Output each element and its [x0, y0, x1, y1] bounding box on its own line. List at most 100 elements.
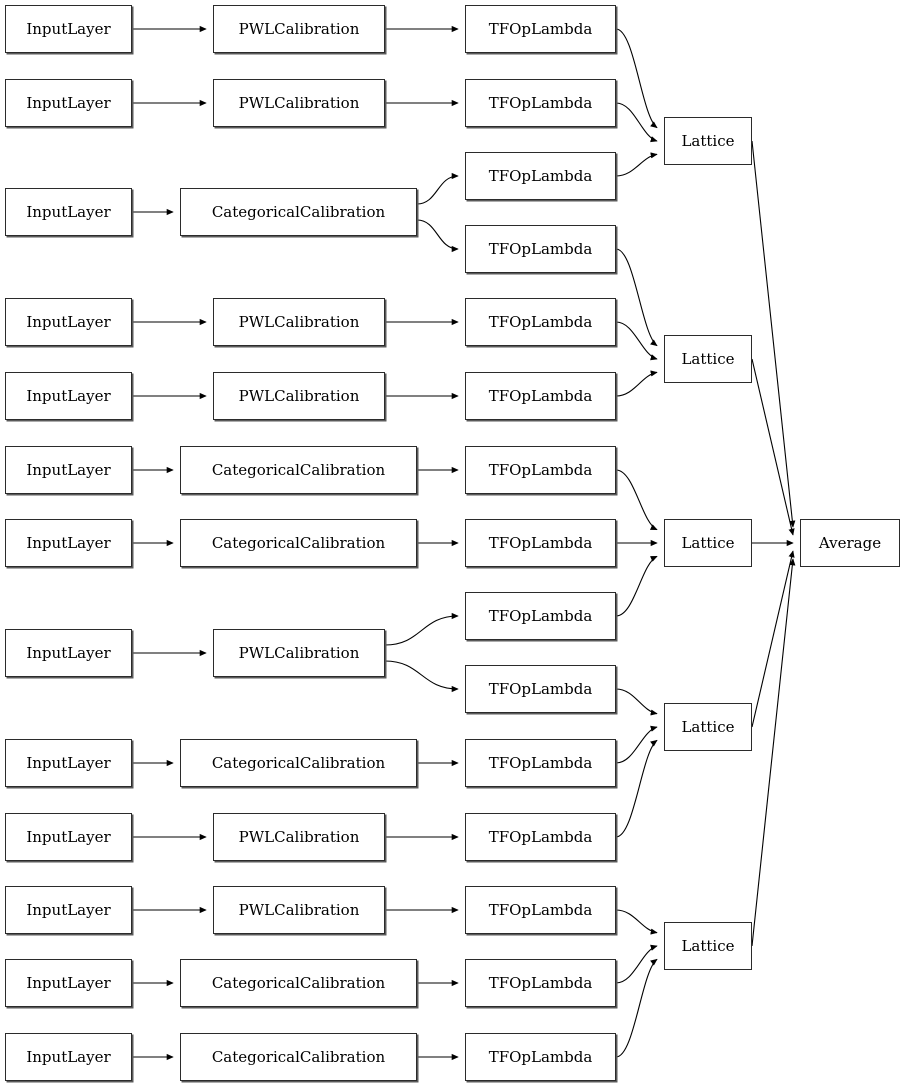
node-inputlayer[interactable]: InputLayer [5, 739, 132, 787]
node-pwlcalibration[interactable]: PWLCalibration [213, 886, 385, 934]
node-label: TFOpLambda [488, 679, 593, 698]
node-label: InputLayer [26, 533, 111, 552]
edge-op4-to-lat2 [615, 248, 658, 347]
edge-op6-to-lat2 [615, 370, 658, 397]
node-label: TFOpLambda [488, 753, 593, 772]
node-label: Lattice [681, 717, 735, 736]
node-label: InputLayer [26, 827, 111, 846]
node-label: PWLCalibration [238, 19, 360, 38]
node-label: InputLayer [26, 19, 111, 38]
node-pwlcalibration[interactable]: PWLCalibration [213, 372, 385, 420]
node-pwlcalibration[interactable]: PWLCalibration [213, 629, 385, 677]
node-tfoplambda[interactable]: TFOpLambda [465, 372, 616, 420]
node-label: InputLayer [26, 460, 111, 479]
node-tfoplambda[interactable]: TFOpLambda [465, 813, 616, 861]
node-label: TFOpLambda [488, 1047, 593, 1066]
node-lattice[interactable]: Lattice [664, 117, 752, 165]
node-inputlayer[interactable]: InputLayer [5, 813, 132, 861]
node-categoricalcalibration[interactable]: CategoricalCalibration [180, 519, 417, 567]
node-pwlcalibration[interactable]: PWLCalibration [213, 5, 385, 53]
node-label: TFOpLambda [488, 386, 593, 405]
node-inputlayer[interactable]: InputLayer [5, 372, 132, 420]
node-label: TFOpLambda [488, 239, 593, 258]
node-average[interactable]: Average [800, 519, 900, 567]
edge-lat4-to-avg [751, 550, 795, 728]
node-categoricalcalibration[interactable]: CategoricalCalibration [180, 1033, 417, 1081]
edge-cal3-to-op3 [416, 172, 459, 205]
node-label: Lattice [681, 131, 735, 150]
node-inputlayer[interactable]: InputLayer [5, 446, 132, 494]
edge-op1-to-lat1 [615, 28, 658, 129]
node-label: InputLayer [26, 202, 111, 221]
node-tfoplambda[interactable]: TFOpLambda [465, 446, 616, 494]
node-inputlayer[interactable]: InputLayer [5, 629, 132, 677]
node-label: PWLCalibration [238, 643, 360, 662]
node-inputlayer[interactable]: InputLayer [5, 1033, 132, 1081]
node-lattice[interactable]: Lattice [664, 335, 752, 383]
edge-op10-to-lat4 [615, 688, 658, 716]
node-label: TFOpLambda [488, 312, 593, 331]
node-tfoplambda[interactable]: TFOpLambda [465, 592, 616, 640]
node-label: InputLayer [26, 973, 111, 992]
node-label: PWLCalibration [238, 93, 360, 112]
node-label: CategoricalCalibration [211, 753, 386, 772]
node-tfoplambda[interactable]: TFOpLambda [465, 519, 616, 567]
node-tfoplambda[interactable]: TFOpLambda [465, 5, 616, 53]
node-label: InputLayer [26, 643, 111, 662]
node-label: Average [818, 533, 882, 552]
node-inputlayer[interactable]: InputLayer [5, 886, 132, 934]
node-label: TFOpLambda [488, 606, 593, 625]
node-tfoplambda[interactable]: TFOpLambda [465, 298, 616, 346]
edge-op13-to-lat5 [615, 909, 658, 935]
node-lattice[interactable]: Lattice [664, 922, 752, 970]
node-label: PWLCalibration [238, 827, 360, 846]
node-label: InputLayer [26, 900, 111, 919]
node-categoricalcalibration[interactable]: CategoricalCalibration [180, 959, 417, 1007]
node-inputlayer[interactable]: InputLayer [5, 298, 132, 346]
node-pwlcalibration[interactable]: PWLCalibration [213, 79, 385, 127]
edge-op11-to-lat4 [615, 725, 658, 764]
node-label: PWLCalibration [238, 386, 360, 405]
node-label: InputLayer [26, 386, 111, 405]
node-label: Lattice [681, 533, 735, 552]
node-label: PWLCalibration [238, 900, 360, 919]
node-label: CategoricalCalibration [211, 533, 386, 552]
node-categoricalcalibration[interactable]: CategoricalCalibration [180, 739, 417, 787]
node-inputlayer[interactable]: InputLayer [5, 519, 132, 567]
node-tfoplambda[interactable]: TFOpLambda [465, 665, 616, 713]
node-categoricalcalibration[interactable]: CategoricalCalibration [180, 188, 417, 236]
node-tfoplambda[interactable]: TFOpLambda [465, 959, 616, 1007]
node-label: CategoricalCalibration [211, 460, 386, 479]
node-pwlcalibration[interactable]: PWLCalibration [213, 813, 385, 861]
edge-cal3-to-op4 [416, 219, 459, 253]
node-inputlayer[interactable]: InputLayer [5, 79, 132, 127]
node-label: TFOpLambda [488, 166, 593, 185]
node-inputlayer[interactable]: InputLayer [5, 188, 132, 236]
node-label: InputLayer [26, 753, 111, 772]
node-tfoplambda[interactable]: TFOpLambda [465, 886, 616, 934]
node-label: TFOpLambda [488, 460, 593, 479]
node-label: TFOpLambda [488, 19, 593, 38]
edge-cal8-to-op9 [384, 612, 459, 646]
node-label: PWLCalibration [238, 312, 360, 331]
edge-op2-to-lat1 [615, 102, 658, 143]
node-tfoplambda[interactable]: TFOpLambda [465, 79, 616, 127]
node-label: TFOpLambda [488, 93, 593, 112]
node-tfoplambda[interactable]: TFOpLambda [465, 225, 616, 273]
edge-op14-to-lat5 [615, 944, 658, 984]
node-pwlcalibration[interactable]: PWLCalibration [213, 298, 385, 346]
edge-op12-to-lat4 [615, 739, 658, 838]
node-lattice[interactable]: Lattice [664, 703, 752, 751]
node-label: InputLayer [26, 93, 111, 112]
node-label: TFOpLambda [488, 827, 593, 846]
node-tfoplambda[interactable]: TFOpLambda [465, 739, 616, 787]
edge-lat1-to-avg [751, 140, 796, 528]
node-inputlayer[interactable]: InputLayer [5, 959, 132, 1007]
node-categoricalcalibration[interactable]: CategoricalCalibration [180, 446, 417, 494]
edge-cal8-to-op10 [384, 660, 459, 693]
node-lattice[interactable]: Lattice [664, 519, 752, 567]
node-tfoplambda[interactable]: TFOpLambda [465, 152, 616, 200]
node-inputlayer[interactable]: InputLayer [5, 5, 132, 53]
node-tfoplambda[interactable]: TFOpLambda [465, 1033, 616, 1081]
